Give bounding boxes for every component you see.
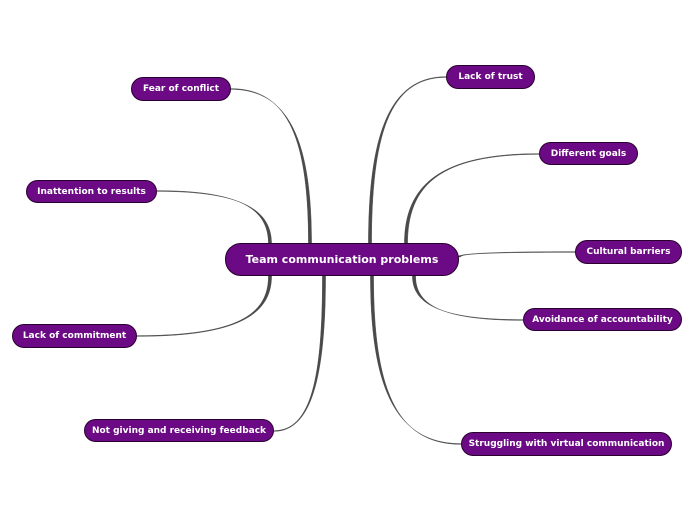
central-topic-label: Team communication problems bbox=[245, 253, 439, 266]
topic-lack-of-commitment[interactable]: Lack of commitment bbox=[12, 324, 137, 348]
topic-label: Different goals bbox=[550, 148, 627, 159]
topic-label: Avoidance of accountability bbox=[532, 314, 673, 325]
central-topic[interactable]: Team communication problems bbox=[225, 243, 459, 276]
topic-cultural-barriers[interactable]: Cultural barriers bbox=[575, 240, 682, 264]
topic-label: Lack of commitment bbox=[22, 331, 127, 341]
topic-label: Struggling with virtual communication bbox=[468, 439, 665, 449]
link-inattention-to-results bbox=[156, 190, 272, 245]
topic-inattention-to-results[interactable]: Inattention to results bbox=[26, 180, 157, 203]
link-fear-of-conflict bbox=[230, 88, 312, 245]
topic-label: Cultural barriers bbox=[586, 247, 671, 257]
link-struggling-with-virtual-communication bbox=[370, 275, 462, 445]
topic-struggling-with-virtual-communication[interactable]: Struggling with virtual communication bbox=[461, 432, 672, 456]
topic-label: Inattention to results bbox=[37, 186, 146, 197]
link-not-giving-and-receiving-feedback bbox=[273, 275, 326, 432]
link-avoidance-of-accountability bbox=[412, 275, 524, 321]
topic-label: Not giving and receiving feedback bbox=[91, 425, 267, 436]
topic-avoidance-of-accountability[interactable]: Avoidance of accountability bbox=[523, 308, 682, 331]
link-different-goals bbox=[404, 153, 540, 245]
topic-lack-of-trust[interactable]: Lack of trust bbox=[446, 65, 535, 89]
link-cultural-barriers bbox=[457, 251, 576, 258]
topic-fear-of-conflict[interactable]: Fear of conflict bbox=[131, 77, 231, 101]
topic-different-goals[interactable]: Different goals bbox=[539, 142, 638, 165]
topic-label: Fear of conflict bbox=[142, 84, 220, 94]
topic-label: Lack of trust bbox=[458, 72, 523, 82]
link-lack-of-commitment bbox=[136, 275, 272, 337]
topic-not-giving-and-receiving-feedback[interactable]: Not giving and receiving feedback bbox=[84, 419, 274, 442]
